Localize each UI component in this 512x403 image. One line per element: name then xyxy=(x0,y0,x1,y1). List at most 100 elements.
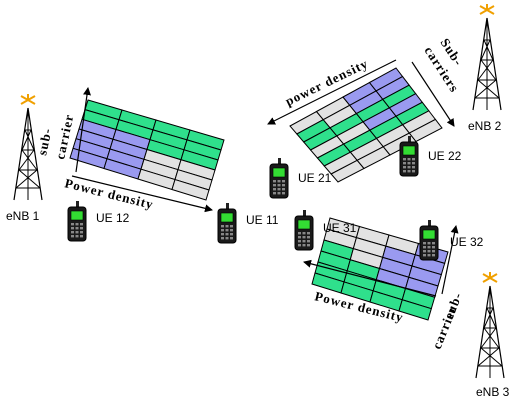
phone-key xyxy=(80,231,83,234)
phone-key xyxy=(225,229,229,232)
phone-key xyxy=(298,240,301,243)
phone-key xyxy=(277,188,281,191)
label-enb1: eNB 1 xyxy=(6,209,40,223)
phone-key xyxy=(407,158,411,161)
resource-block-cell xyxy=(171,178,210,201)
phone-key xyxy=(230,229,233,232)
phone-key xyxy=(412,170,415,173)
phone-key xyxy=(277,184,281,187)
mobile-phone-icon-part xyxy=(220,212,234,223)
mobile-phone-icon-part xyxy=(303,210,306,218)
phone-key xyxy=(221,237,224,240)
phone-key xyxy=(412,158,415,161)
label-ue22: UE 22 xyxy=(428,149,462,163)
phone-ue11 xyxy=(217,203,237,244)
phone-key xyxy=(423,250,426,253)
phone-key xyxy=(407,162,411,165)
phone-key xyxy=(432,246,435,249)
mobile-phone-icon-part xyxy=(278,158,281,166)
phone-key xyxy=(80,227,83,230)
phone-key xyxy=(412,162,415,165)
tower-enb3 xyxy=(475,272,505,379)
phone-key xyxy=(282,192,285,195)
subcarrier-axis-arrow-enb3 xyxy=(441,225,459,295)
phone-key xyxy=(403,162,406,165)
phone-key xyxy=(282,184,285,187)
phone-key xyxy=(75,223,79,226)
phone-key xyxy=(403,158,406,161)
antenna-tower-icon xyxy=(472,4,502,111)
phone-key xyxy=(307,232,310,235)
phone-key xyxy=(302,236,306,239)
phone-key xyxy=(80,223,83,226)
resource-block-cell xyxy=(398,299,432,321)
phone-key xyxy=(273,192,276,195)
phone-key xyxy=(412,166,415,169)
label-ue32: UE 32 xyxy=(450,235,484,249)
subcarrier-axis-label-enb3-line2: carrier xyxy=(429,303,460,351)
tower-enb1 xyxy=(13,94,43,201)
mobile-phone-icon-part xyxy=(402,145,416,156)
phone-key xyxy=(277,180,281,183)
phone-key xyxy=(307,244,310,247)
phone-key xyxy=(273,180,276,183)
phone-key xyxy=(403,166,406,169)
phone-key xyxy=(423,246,426,249)
phone-key xyxy=(407,170,411,173)
phone-ue21 xyxy=(269,158,289,199)
phone-key xyxy=(71,223,74,226)
phone-key xyxy=(230,225,233,228)
resource-grid-enb2 xyxy=(289,67,443,183)
mobile-phone-icon-part xyxy=(226,203,229,211)
subcarrier-axis-arrow-enb1 xyxy=(75,87,91,173)
power-axis-arrow-enb1 xyxy=(71,175,213,213)
resource-block-cell xyxy=(408,118,443,143)
phone-key xyxy=(298,244,301,247)
phone-key xyxy=(302,232,306,235)
phone-key xyxy=(225,237,229,240)
phone-ue12 xyxy=(67,201,87,242)
label-ue11: UE 11 xyxy=(246,213,279,227)
phone-key xyxy=(273,188,276,191)
phone-key xyxy=(282,180,285,183)
phone-key xyxy=(75,231,79,234)
phone-key xyxy=(75,235,79,238)
subcarrier-axis-label-enb1-line1: sub- xyxy=(34,126,54,156)
phone-key xyxy=(427,242,431,245)
phone-key xyxy=(71,231,74,234)
phone-ue22 xyxy=(399,136,419,177)
phone-key xyxy=(302,240,306,243)
label-ue31: UE 31 xyxy=(323,221,357,235)
phone-key xyxy=(221,229,224,232)
phone-key xyxy=(427,250,431,253)
phone-key xyxy=(221,233,224,236)
phone-key xyxy=(307,236,310,239)
phone-key xyxy=(277,192,281,195)
tower-enb2 xyxy=(472,4,502,111)
mobile-phone-icon-part xyxy=(408,136,411,144)
phone-key xyxy=(71,235,74,238)
phone-key xyxy=(282,188,285,191)
phone-key xyxy=(427,254,431,257)
mobile-phone-icon-part xyxy=(422,229,436,240)
phone-key xyxy=(302,244,306,247)
phone-key xyxy=(407,166,411,169)
resource-grid-enb1 xyxy=(69,99,225,201)
antenna-tower-icon xyxy=(13,94,43,201)
phone-key xyxy=(273,184,276,187)
phone-key xyxy=(432,242,435,245)
label-ue21: UE 21 xyxy=(298,171,332,185)
phone-key xyxy=(221,225,224,228)
phone-key xyxy=(225,225,229,228)
phone-key xyxy=(403,170,406,173)
subcarrier-axis-arrow-enb2 xyxy=(411,61,455,127)
phone-key xyxy=(75,227,79,230)
mobile-phone-icon-part xyxy=(272,167,286,178)
label-ue12: UE 12 xyxy=(96,211,130,225)
phone-key xyxy=(71,227,74,230)
label-enb3: eNB 3 xyxy=(476,385,510,399)
phone-key xyxy=(427,246,431,249)
phone-key xyxy=(80,235,83,238)
phone-key xyxy=(432,254,435,257)
